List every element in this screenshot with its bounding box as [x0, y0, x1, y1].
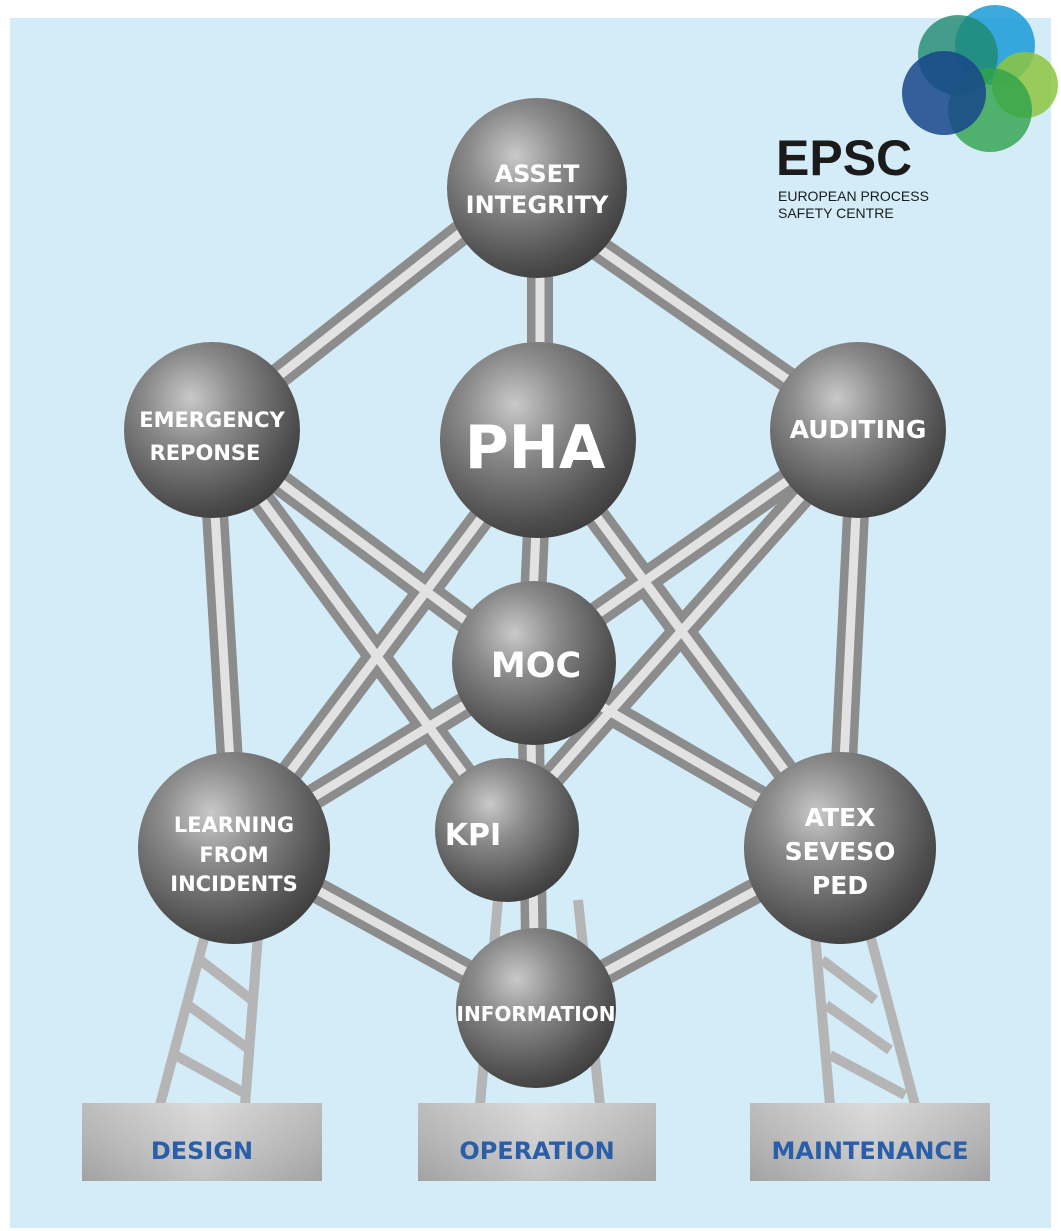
node-asset-integrity: ASSET INTEGRITY: [447, 98, 627, 278]
node-atex-line2: SEVESO: [785, 837, 896, 866]
node-auditing: AUDITING: [770, 342, 946, 518]
brand-acronym: EPSC: [776, 130, 912, 186]
brand-line1: EUROPEAN PROCESS: [778, 188, 929, 204]
node-moc: MOC: [452, 581, 616, 745]
node-emergency-line2: REPONSE: [150, 441, 261, 465]
node-learning-line3: INCIDENTS: [170, 872, 297, 896]
node-atex-line1: ATEX: [805, 803, 876, 832]
base-operation: OPERATION: [418, 1103, 656, 1181]
node-pha: PHA: [440, 342, 636, 538]
node-auditing-label: AUDITING: [790, 415, 927, 444]
node-learning-line2: FROM: [199, 843, 268, 867]
node-kpi: KPI: [435, 758, 579, 902]
base-maintenance: MAINTENANCE: [750, 1103, 990, 1181]
node-asset-line2: INTEGRITY: [466, 191, 609, 219]
node-emergency-line1: EMERGENCY: [139, 408, 285, 432]
node-atex-line3: PED: [812, 871, 868, 900]
node-atex-seveso-ped: ATEX SEVESO PED: [744, 752, 936, 944]
node-information-label: INFORMATION: [457, 1002, 616, 1026]
base-operation-label: OPERATION: [459, 1137, 614, 1165]
base-maintenance-label: MAINTENANCE: [772, 1137, 969, 1165]
brand-line2: SAFETY CENTRE: [778, 205, 894, 221]
node-asset-line1: ASSET: [495, 160, 580, 188]
node-moc-label: MOC: [491, 646, 581, 686]
node-learning-from-incidents: LEARNING FROM INCIDENTS: [138, 752, 330, 944]
node-information: INFORMATION: [456, 928, 616, 1088]
node-kpi-label: KPI: [445, 818, 501, 853]
node-pha-label: PHA: [465, 413, 606, 483]
epsc-logo: EPSC EUROPEAN PROCESS SAFETY CENTRE: [776, 5, 1058, 221]
base-design: DESIGN: [82, 1103, 322, 1181]
node-learning-line1: LEARNING: [174, 813, 294, 837]
node-emergency-response: EMERGENCY REPONSE: [124, 342, 300, 518]
base-design-label: DESIGN: [151, 1137, 253, 1165]
